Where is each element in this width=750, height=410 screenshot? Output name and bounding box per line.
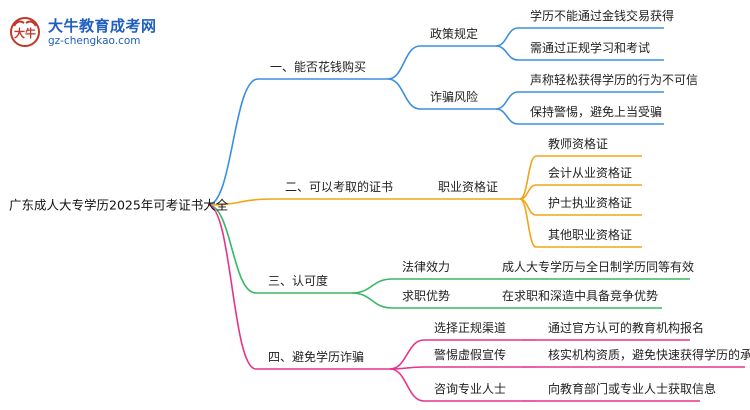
leaf-node-label: 在求职和深造中具备竞争优势 (502, 288, 658, 303)
leaf-connector (519, 155, 537, 200)
logo-title: 大牛教育成考网 (48, 17, 157, 35)
branch-node-label: 三、认可度 (268, 273, 328, 288)
branch-node-label: 四、避免学历诈骗 (268, 349, 364, 364)
child-node-label: 求职优势 (402, 289, 450, 303)
child-node-label: 法律效力 (402, 259, 450, 274)
leaf-node-label: 护士执业资格证 (548, 195, 632, 210)
child-node-label: 诈骗风险 (430, 89, 478, 104)
child-node-label: 政策规定 (430, 26, 478, 41)
branch-connector (207, 78, 259, 206)
leaf-node-label: 成人大专学历与全日制学历同等有效 (502, 259, 694, 274)
branch-node-label: 一、能否花钱购买 (270, 59, 366, 74)
leaf-node-label: 核实机构资质，避免快速获得学历的承诺 (548, 347, 750, 362)
leaf-connector (495, 27, 519, 47)
mindmap-connectors (207, 27, 745, 402)
root-node-label: 广东成人大专学历2025年可考证书大全 (9, 198, 229, 213)
logo-mark-icon: 大牛 (10, 17, 40, 47)
logo-mark-text: 大牛 (14, 26, 36, 40)
child-node-label: 选择正规渠道 (434, 320, 506, 335)
logo-url: gz-chengkao.com (48, 35, 141, 47)
site-logo[interactable]: 大牛 大牛教育成考网 gz-chengkao.com (4, 14, 157, 50)
leaf-node-label: 学历不能通过金钱交易获得 (530, 8, 674, 23)
leaf-connector (495, 91, 519, 110)
leaf-node-label: 保持警惕，避免上当受骗 (530, 104, 662, 119)
child-connector (351, 292, 393, 309)
leaf-node-label: 会计从业资格证 (548, 165, 632, 180)
mindmap-labels: 广东成人大专学历2025年可考证书大全 一、能否花钱购买 政策规定 学历不能通过金钱交… (9, 8, 750, 396)
child-node-label: 警惕虚假宣传 (434, 347, 506, 362)
branch-connector (207, 198, 274, 206)
leaf-node-label: 需通过正规学习和考试 (530, 40, 650, 55)
child-connector (351, 278, 393, 294)
leaf-node-label: 声称轻松获得学历的行为不可信 (530, 72, 698, 87)
leaf-node-label: 向教育部门或专业人士获取信息 (548, 381, 716, 396)
child-connector (387, 78, 421, 110)
leaf-connector (495, 108, 519, 125)
child-node-label: 咨询专业人士 (434, 381, 506, 396)
branch-node-label: 二、可以考取的证书 (285, 179, 393, 194)
leaf-node-label: 其他职业资格证 (548, 227, 632, 242)
child-connector (389, 368, 425, 402)
leaf-node-label: 通过官方认可的教育机构报名 (548, 320, 704, 335)
leaf-node-label: 教师资格证 (548, 136, 608, 151)
leaf-connector (519, 198, 537, 248)
child-connector (389, 339, 425, 370)
child-connector (387, 45, 421, 80)
leaf-connector (495, 45, 519, 61)
child-node-label: 职业资格证 (438, 179, 498, 194)
branch-connector (207, 204, 257, 294)
branch-connector (207, 204, 257, 370)
